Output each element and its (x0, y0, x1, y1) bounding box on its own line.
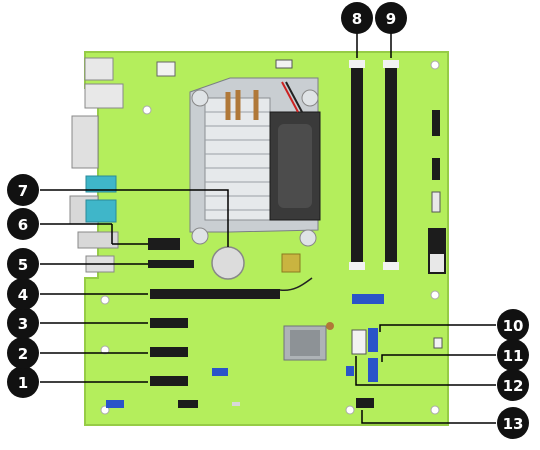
callout-12-label: 12 (503, 377, 524, 395)
small-component-mid (346, 366, 354, 376)
callout-1: 1 (7, 366, 39, 398)
memory-slots (349, 60, 399, 270)
rear-io-ports (69, 57, 124, 273)
pcie-x1-slot-3 (150, 318, 188, 328)
callout-10: 10 (497, 309, 529, 341)
callout-3: 3 (7, 307, 39, 339)
pcie-x1-slot-1 (150, 376, 188, 386)
callout-2-label: 2 (18, 345, 28, 363)
cpu-cooler (189, 59, 321, 247)
dimm-slot-2 (385, 62, 397, 267)
blue-header-mid (352, 294, 384, 304)
callout-13: 13 (497, 407, 529, 439)
small-white-connector (433, 337, 443, 349)
dimm-slot-1 (351, 62, 363, 267)
usb-port-blue-2 (85, 199, 117, 223)
header-right-mid (432, 158, 440, 180)
usb-port-blue-1 (85, 175, 117, 193)
sata-connector-blue-2 (368, 358, 378, 382)
callout-8: 8 (341, 2, 373, 34)
callout-9-label: 9 (386, 10, 396, 28)
pcie-x16-slot (150, 289, 280, 299)
sata-connector-blue-1 (368, 328, 378, 352)
callout-9: 9 (375, 2, 407, 34)
header-13-connector (356, 398, 374, 408)
callout-5: 5 (7, 248, 39, 280)
blue-header-center (212, 368, 228, 376)
callout-11-label: 11 (503, 347, 524, 365)
callout-8-label: 8 (352, 10, 362, 28)
callout-6-label: 6 (18, 216, 28, 234)
sata-connector-white (351, 329, 367, 355)
ethernet-port (84, 83, 124, 109)
callout-5-label: 5 (18, 256, 28, 274)
header-5-connector (148, 260, 194, 268)
callout-12: 12 (497, 369, 529, 401)
leader-lines (40, 32, 496, 424)
chipset-heatsink (283, 322, 334, 361)
cpu-power-connector (156, 61, 176, 77)
cmos-battery (211, 246, 245, 280)
pcie-x1-slot-2 (150, 347, 188, 357)
callout-7-label: 7 (18, 182, 28, 200)
serial-port (71, 115, 99, 169)
mounting-holes (100, 60, 440, 415)
small-led (232, 402, 240, 406)
callout-11: 11 (497, 339, 529, 371)
callout-10-label: 10 (503, 317, 524, 335)
callout-3-label: 3 (18, 315, 28, 333)
callout-13-label: 13 (503, 415, 524, 433)
callout-1-label: 1 (18, 374, 28, 392)
audio-port (77, 231, 119, 249)
black-header-bottom (178, 400, 198, 408)
callout-4: 4 (7, 278, 39, 310)
header-6-connector (148, 238, 180, 250)
callout-2: 2 (7, 337, 39, 369)
header-right-small (431, 191, 441, 213)
blue-header-bottom-left (106, 400, 124, 408)
callout-7: 7 (7, 174, 39, 206)
callout-4-label: 4 (18, 286, 28, 304)
callout-6: 6 (7, 208, 39, 240)
usb-port-stack (84, 57, 114, 81)
header-right-top (432, 110, 440, 136)
buzzer (281, 253, 301, 273)
